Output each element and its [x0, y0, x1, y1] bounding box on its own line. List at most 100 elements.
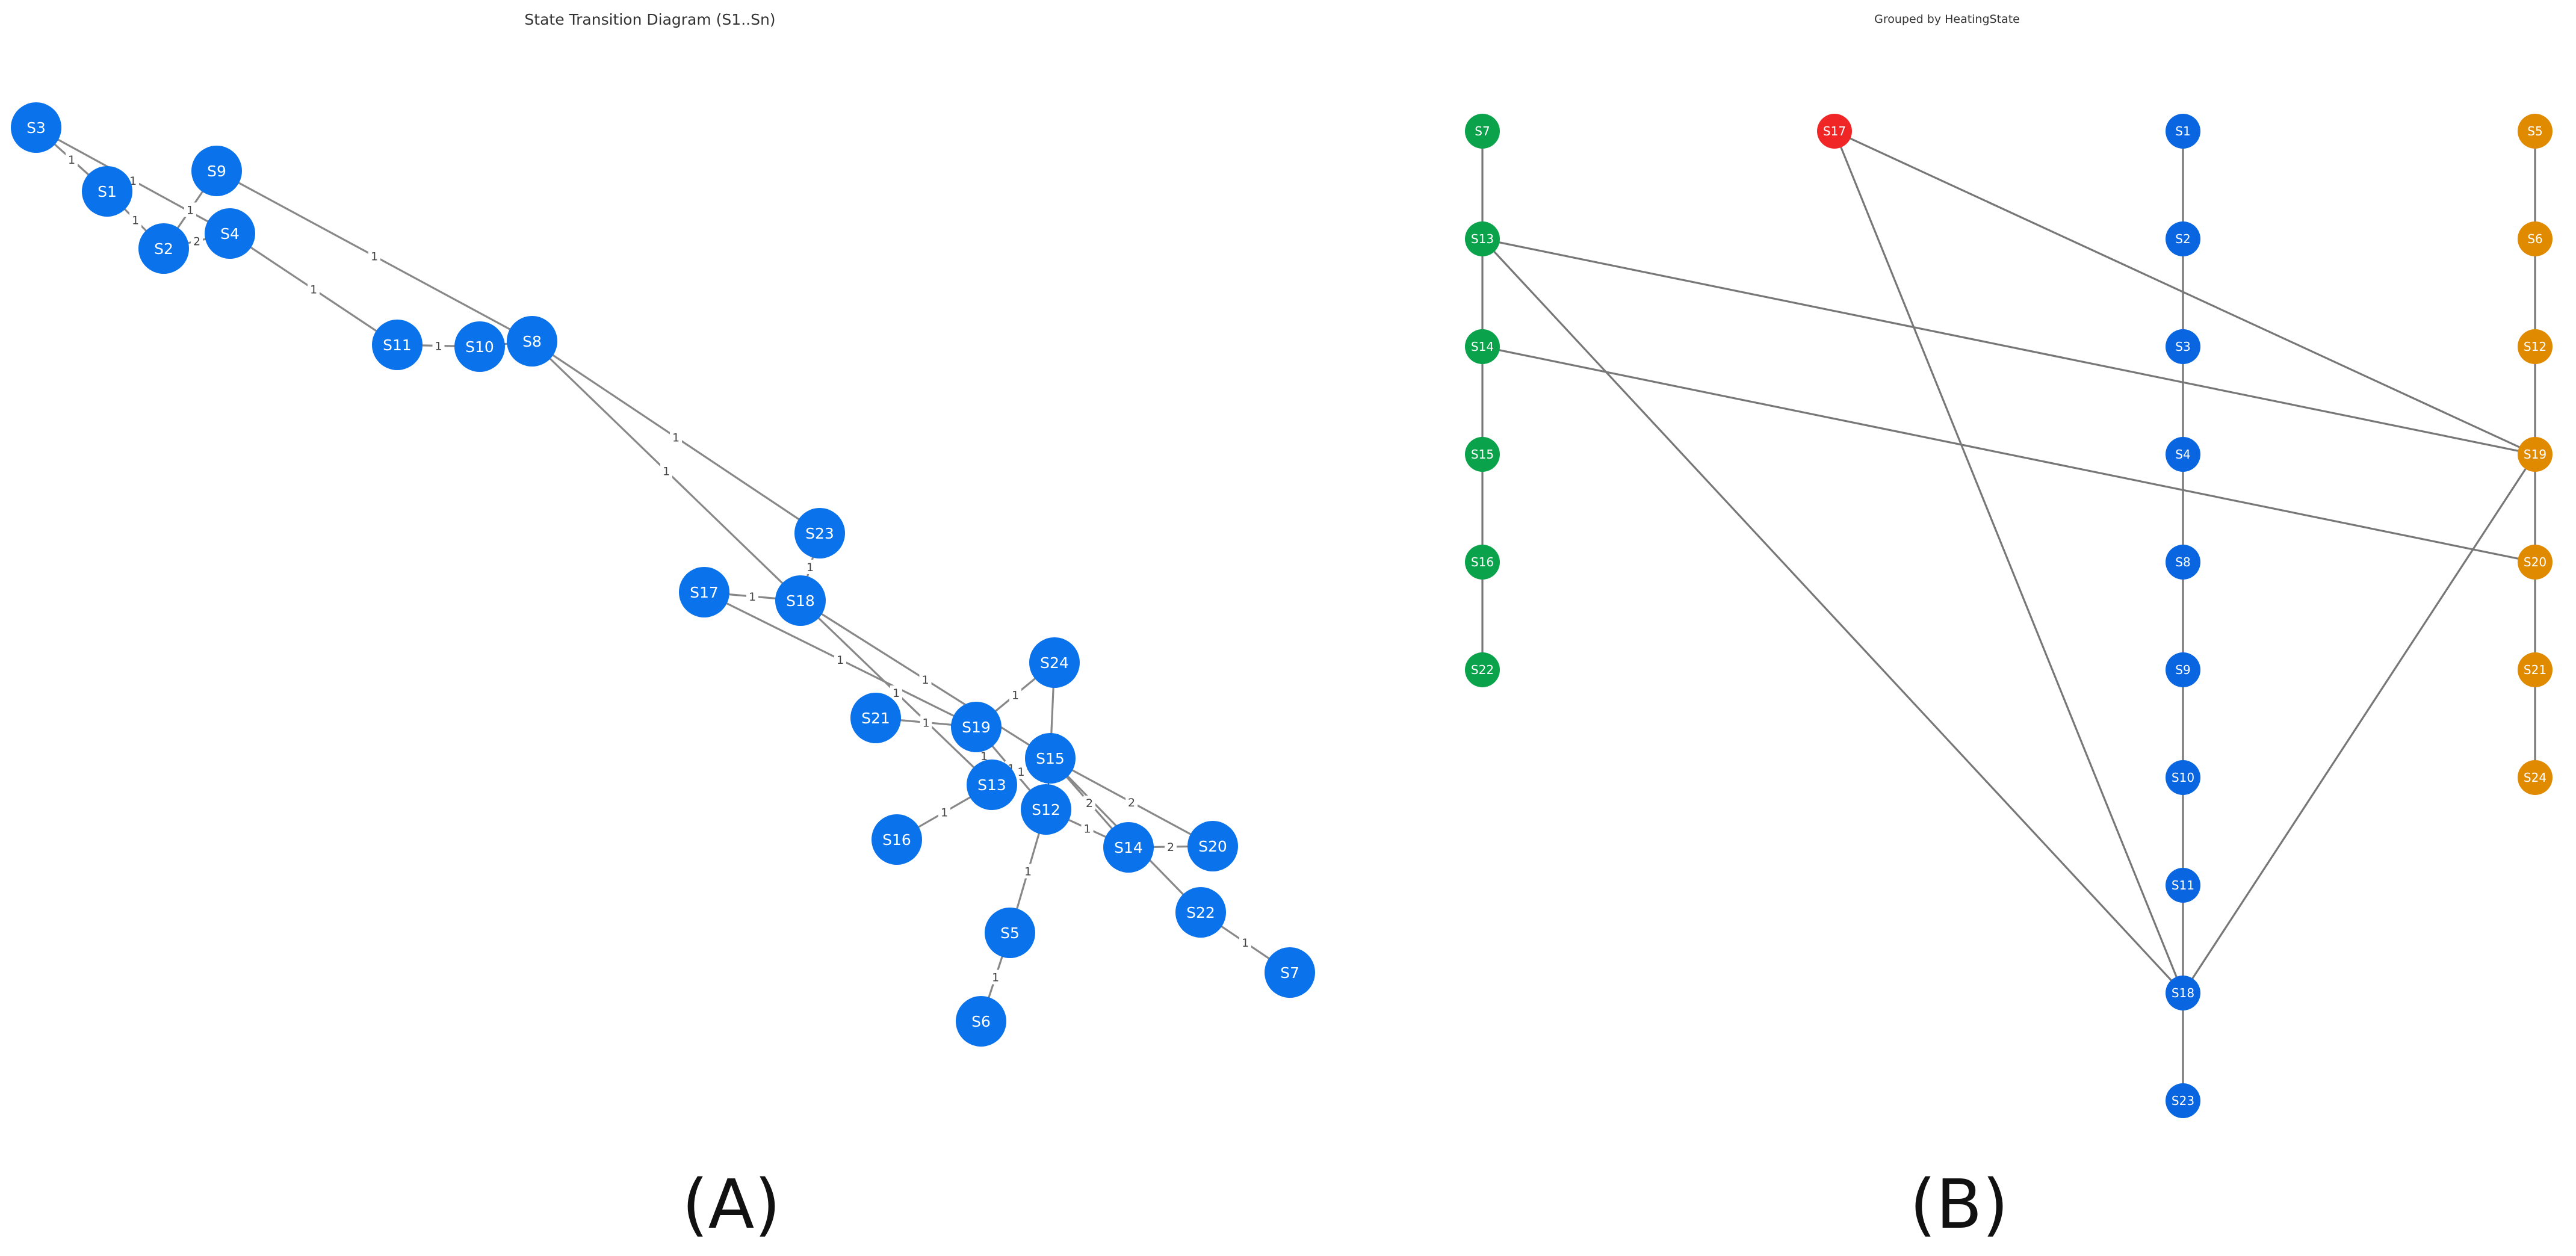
edge-weight-label: 2	[1086, 797, 1093, 810]
panel-b-edges	[1481, 130, 2536, 1101]
panel-a-edges	[35, 126, 1290, 1022]
grouped-node-s9[interactable]	[2166, 652, 2200, 687]
state-node-s9[interactable]	[191, 146, 242, 196]
state-node-s15[interactable]	[1025, 733, 1076, 784]
edge-label-bg	[66, 152, 78, 167]
state-node-s14[interactable]	[1103, 822, 1154, 873]
grouped-node-s6[interactable]	[2518, 221, 2553, 256]
grouped-node-s12[interactable]	[2518, 329, 2553, 364]
state-node-label: S23	[805, 525, 834, 542]
edge-weight-label: 1	[187, 204, 194, 217]
state-node-s5[interactable]	[985, 908, 1035, 958]
panel-b: Grouped by HeatingState S7S13S14S15S16S2…	[1465, 13, 2553, 1244]
state-node-s2[interactable]	[138, 223, 189, 274]
grouped-node-s16[interactable]	[1465, 545, 1500, 580]
grouped-node-s10[interactable]	[2166, 760, 2200, 795]
grouped-node-s21[interactable]	[2518, 652, 2553, 687]
edge-label-bg	[1009, 687, 1021, 702]
panel-b-caption: (B)	[1910, 1166, 2008, 1244]
state-node-label: S17	[690, 584, 719, 601]
edge-label-bg	[1022, 864, 1034, 879]
panel-a: State Transition Diagram (S1..Sn) 1 1 1 1 2 1…	[11, 11, 1315, 1244]
state-node-label: S21	[861, 710, 890, 727]
grouped-node-s5[interactable]	[2518, 114, 2553, 149]
state-node-label: S6	[971, 1013, 991, 1030]
edge-weight-label: 1	[310, 283, 317, 297]
state-node-label: S18	[786, 592, 815, 610]
grouped-edge-s17-s18	[1833, 131, 2184, 994]
state-node-s20[interactable]	[1187, 821, 1238, 871]
state-node-s22[interactable]	[1175, 887, 1226, 938]
state-node-s12[interactable]	[1021, 784, 1071, 835]
grouped-node-s11[interactable]	[2166, 868, 2200, 903]
state-node-label: S12	[1032, 801, 1060, 818]
panel-b-title: Grouped by HeatingState	[1874, 13, 2020, 26]
grouped-node-s4[interactable]	[2166, 437, 2200, 472]
state-node-s3[interactable]	[11, 102, 61, 153]
edge-weight-label: 1	[921, 673, 929, 687]
edge-label-bg	[368, 249, 380, 264]
edge-weight-label: 1	[663, 465, 670, 478]
grouped-node-label: S8	[2175, 555, 2190, 569]
state-node-s10[interactable]	[454, 321, 505, 372]
state-node-s11[interactable]	[372, 320, 423, 370]
state-node-s17[interactable]	[679, 567, 729, 617]
state-node-label: S10	[465, 338, 494, 356]
state-node-label: S14	[1114, 839, 1143, 856]
grouped-node-label: S12	[2524, 339, 2547, 354]
edge-label-bg	[432, 338, 445, 353]
grouped-node-s18[interactable]	[2166, 976, 2200, 1010]
edge-label-bg	[834, 652, 846, 667]
grouped-node-label: S17	[1823, 124, 1846, 138]
state-node-s18[interactable]	[775, 575, 826, 626]
grouped-node-s23[interactable]	[2166, 1083, 2200, 1118]
state-node-label: S22	[1186, 904, 1215, 921]
grouped-node-s22[interactable]	[1465, 652, 1500, 687]
grouped-node-label: S4	[2175, 447, 2190, 462]
grouped-node-label: S11	[2172, 878, 2194, 893]
edge-label-bg	[920, 715, 932, 730]
grouped-node-s15[interactable]	[1465, 437, 1500, 472]
edge-weight-label: 1	[992, 971, 999, 985]
panel-a-title: State Transition Diagram (S1..Sn)	[524, 11, 775, 28]
grouped-node-s24[interactable]	[2518, 760, 2553, 795]
state-node-s13[interactable]	[967, 759, 1017, 810]
edge-label-bg	[191, 234, 203, 249]
state-node-s21[interactable]	[850, 693, 901, 743]
state-node-s16[interactable]	[872, 814, 922, 865]
edge-weight-label: 1	[1083, 823, 1091, 836]
grouped-node-s7[interactable]	[1465, 114, 1500, 149]
grouped-node-s1[interactable]	[2166, 114, 2200, 149]
edge-label-bg	[938, 805, 950, 820]
grouped-node-s2[interactable]	[2166, 221, 2200, 256]
grouped-node-s20[interactable]	[2518, 545, 2553, 580]
grouped-node-label: S19	[2524, 447, 2547, 462]
grouped-node-s13[interactable]	[1465, 221, 1500, 256]
state-node-s19[interactable]	[951, 702, 1002, 752]
state-node-s7[interactable]	[1265, 947, 1315, 998]
grouped-edge-s19-s18	[2182, 454, 2536, 994]
grouped-node-s19[interactable]	[2518, 437, 2553, 472]
grouped-edge-s13-s19	[1482, 238, 2536, 456]
state-node-label: S7	[1280, 964, 1299, 982]
state-node-s24[interactable]	[1029, 637, 1080, 688]
grouped-node-s17[interactable]	[1817, 114, 1852, 149]
edge-weight-label: 1	[68, 153, 75, 167]
state-node-s1[interactable]	[82, 166, 132, 217]
state-node-s4[interactable]	[205, 208, 255, 259]
state-node-label: S3	[26, 119, 46, 137]
grouped-node-s3[interactable]	[2166, 329, 2200, 364]
state-node-s23[interactable]	[794, 508, 845, 558]
grouped-node-s14[interactable]	[1465, 329, 1500, 364]
edge-weight-label: 1	[672, 432, 680, 445]
edge-weight-label: 1	[435, 340, 442, 353]
grouped-node-label: S22	[1471, 663, 1494, 677]
grouped-node-s8[interactable]	[2166, 545, 2200, 580]
state-node-s6[interactable]	[956, 996, 1006, 1047]
grouped-edge-s14-s20	[1482, 345, 2536, 563]
edge-weight-label: 2	[1167, 841, 1174, 854]
state-node-s8[interactable]	[507, 316, 557, 367]
edge-label-bg	[184, 202, 196, 217]
state-node-label: S19	[962, 719, 991, 736]
